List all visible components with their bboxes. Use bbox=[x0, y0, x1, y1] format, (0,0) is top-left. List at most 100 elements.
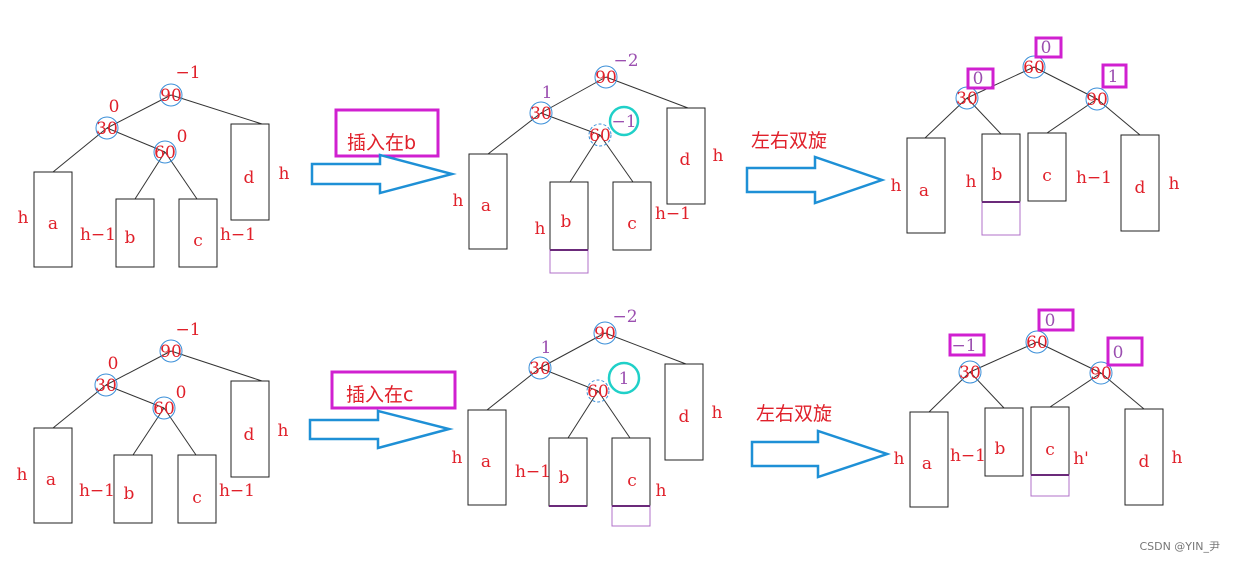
label-d: d bbox=[679, 407, 690, 427]
bf-60: 0 bbox=[177, 127, 188, 147]
label-c: c bbox=[1045, 440, 1055, 460]
row1-tree-after-rotate: 60 30 90 0 0 1 a b c d h h h−1 h bbox=[891, 36, 1180, 236]
bf-30: 0 bbox=[108, 354, 119, 374]
height-d: h bbox=[278, 421, 289, 441]
height-d: h bbox=[712, 403, 723, 423]
label-c: c bbox=[627, 214, 637, 234]
label-d: d bbox=[244, 168, 255, 188]
watermark: CSDN @YIN_尹 bbox=[1139, 540, 1220, 553]
node-90: 90 bbox=[595, 68, 617, 88]
node-90: 90 bbox=[160, 342, 182, 362]
row2-action-rotate: 左右双旋 bbox=[750, 403, 891, 479]
bf-60: 0 bbox=[176, 383, 187, 403]
bf-30: −1 bbox=[951, 336, 976, 356]
bf-30: 0 bbox=[109, 97, 120, 117]
height-d: h bbox=[279, 164, 290, 184]
node-60: 60 bbox=[1023, 58, 1045, 78]
label-b: b bbox=[995, 439, 1006, 459]
node-90: 90 bbox=[594, 324, 616, 344]
label-a: a bbox=[922, 454, 932, 474]
bf-90: −1 bbox=[175, 320, 200, 340]
label-b: b bbox=[124, 484, 135, 504]
height-c: h−1 bbox=[220, 225, 256, 245]
bf-60: 0 bbox=[1041, 38, 1052, 58]
height-c: h−1 bbox=[655, 204, 691, 224]
node-60: 60 bbox=[587, 382, 609, 402]
label-c: c bbox=[192, 488, 202, 508]
label-b: b bbox=[559, 468, 570, 488]
label-c: c bbox=[1042, 166, 1052, 186]
height-a: h bbox=[894, 449, 905, 469]
bf-60: 1 bbox=[619, 369, 630, 389]
height-d: h bbox=[1172, 448, 1183, 468]
height-a: h bbox=[891, 176, 902, 196]
label-b: b bbox=[561, 212, 572, 232]
height-b: h−1 bbox=[515, 462, 551, 482]
height-b: h−1 bbox=[950, 446, 986, 466]
subtree-c-box bbox=[178, 198, 218, 268]
label-a: a bbox=[919, 181, 929, 201]
label-d: d bbox=[1139, 452, 1150, 472]
rotate-label: 左右双旋 bbox=[751, 130, 827, 152]
label-a: a bbox=[481, 452, 491, 472]
height-d: h bbox=[1169, 174, 1180, 194]
height-a: h bbox=[17, 465, 28, 485]
bf-30: 1 bbox=[541, 338, 552, 358]
height-c: h bbox=[656, 481, 667, 501]
rotate-label: 左右双旋 bbox=[756, 403, 832, 425]
node-90: 90 bbox=[1090, 364, 1112, 384]
height-a: h bbox=[452, 448, 463, 468]
node-60: 60 bbox=[1026, 333, 1048, 353]
height-b: h−1 bbox=[79, 481, 115, 501]
node-90: 90 bbox=[160, 86, 182, 106]
label-a: a bbox=[48, 214, 58, 234]
node-60: 60 bbox=[589, 126, 611, 146]
right-arrow-icon bbox=[310, 153, 457, 195]
bf-90: −2 bbox=[613, 51, 638, 71]
node-30: 30 bbox=[530, 104, 552, 124]
label-b: b bbox=[992, 165, 1003, 185]
node-90: 90 bbox=[1086, 90, 1108, 110]
action-label: 插入在b bbox=[347, 132, 416, 154]
height-c: h−1 bbox=[219, 481, 255, 501]
subtree-b-box bbox=[115, 198, 155, 268]
label-c: c bbox=[627, 471, 637, 491]
row2-action-insert: 插入在c bbox=[308, 370, 457, 450]
right-arrow-icon bbox=[308, 409, 454, 450]
label-a: a bbox=[481, 196, 491, 216]
bf-30: 1 bbox=[542, 83, 553, 103]
action-label: 插入在c bbox=[346, 384, 413, 406]
height-b: h bbox=[966, 172, 977, 192]
node-30: 30 bbox=[959, 363, 981, 383]
bf-90: −2 bbox=[612, 307, 637, 327]
highlight-circle bbox=[608, 105, 640, 137]
height-d: h bbox=[713, 146, 724, 166]
right-arrow-icon bbox=[750, 429, 891, 479]
node-60: 60 bbox=[153, 399, 175, 419]
label-d: d bbox=[680, 150, 691, 170]
height-c: h' bbox=[1073, 449, 1089, 469]
bf-90: −1 bbox=[175, 63, 200, 83]
row1-tree-before: 90 30 60 −1 0 0 a b c d h h−1 h−1 h bbox=[18, 63, 290, 268]
bf-30: 0 bbox=[973, 69, 984, 89]
height-b: h−1 bbox=[80, 225, 116, 245]
label-c: c bbox=[193, 231, 203, 251]
node-30: 30 bbox=[956, 89, 978, 109]
bf-90: 0 bbox=[1113, 343, 1124, 363]
label-a: a bbox=[46, 470, 56, 490]
row2-tree-before: 90 30 60 −1 0 0 a b c d h h−1 h−1 h bbox=[17, 320, 289, 524]
row1-tree-after-insert: 90 30 60 −2 1 −1 a b c d h h h−1 h bbox=[453, 51, 724, 274]
subtree-a-box bbox=[33, 171, 73, 268]
row1-action-rotate: 左右双旋 bbox=[745, 130, 886, 205]
label-d: d bbox=[244, 425, 255, 445]
bf-60: −1 bbox=[611, 112, 636, 132]
subtree-d-box bbox=[230, 123, 270, 221]
node-60: 60 bbox=[154, 143, 176, 163]
label-d: d bbox=[1135, 178, 1146, 198]
row2-tree-after-insert: 90 30 60 −2 1 1 a b c d h h−1 h h bbox=[452, 307, 723, 527]
row1-action-insert: 插入在b bbox=[310, 108, 457, 195]
label-b: b bbox=[125, 228, 136, 248]
height-b: h bbox=[535, 219, 546, 239]
node-30: 30 bbox=[95, 376, 117, 396]
right-arrow-icon bbox=[745, 155, 886, 205]
